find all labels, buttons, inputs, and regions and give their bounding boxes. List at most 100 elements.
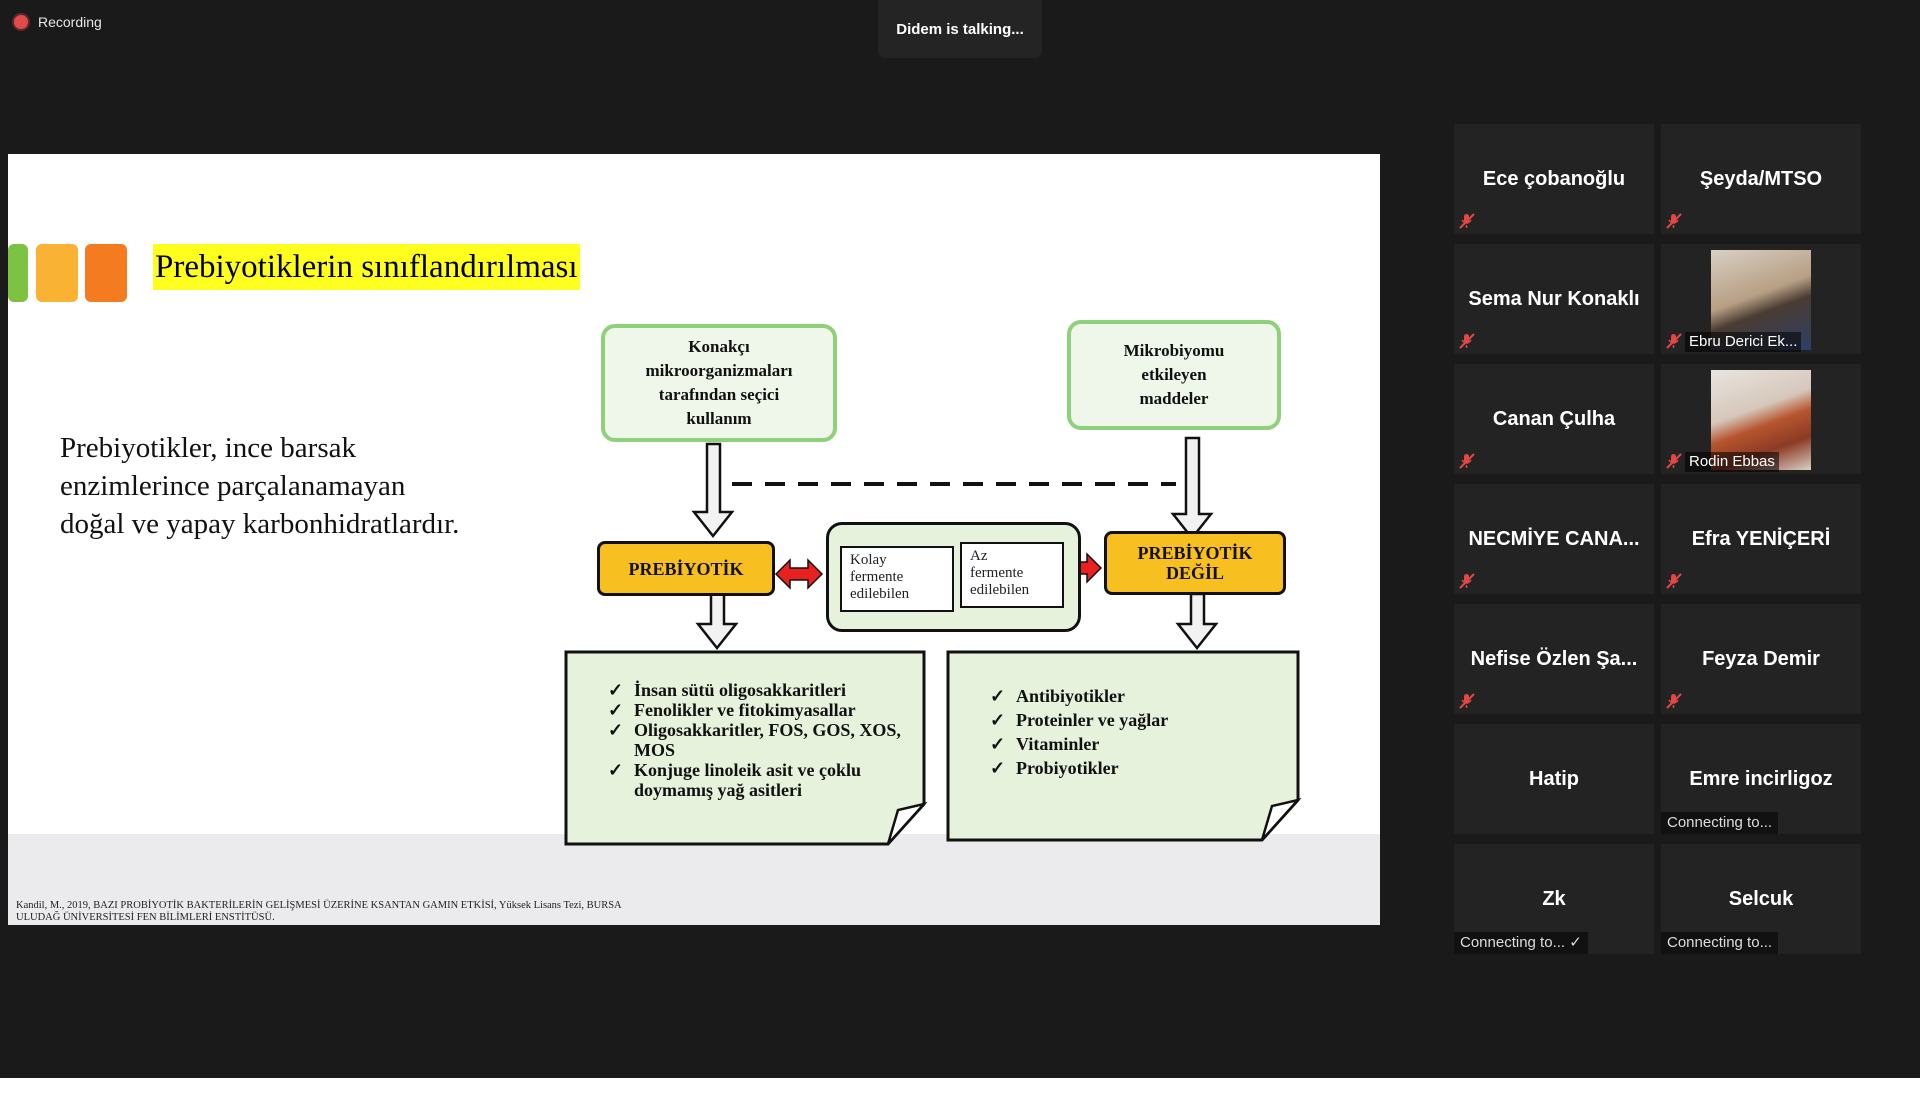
participant-name: Ebru Derici Ek...	[1685, 332, 1802, 352]
prebiotic-label: PREBİYOTİK	[628, 558, 744, 579]
participant-tile[interactable]: Rodin Ebbas	[1661, 364, 1861, 474]
mic-muted-icon	[1458, 692, 1476, 710]
participant-tile[interactable]: Sema Nur Konaklı	[1454, 244, 1654, 354]
participant-name: Selcuk	[1728, 887, 1794, 910]
box-line: DEĞİL	[1165, 563, 1225, 583]
participant-name: Sema Nur Konaklı	[1468, 287, 1640, 310]
box-line: mikroorganizmaları	[645, 361, 793, 380]
box-line: kullanım	[686, 409, 752, 428]
participant-tile[interactable]: Şeyda/MTSO	[1661, 124, 1861, 234]
slide-footer-band	[8, 834, 1380, 925]
list-item: ✓Oligosakkaritler, FOS, GOS, XOS, MOS	[608, 720, 901, 760]
arrow-down-right-top	[1170, 436, 1214, 541]
microbiome-affecting-box: Mikrobiyomu etkileyen maddeler	[1067, 320, 1281, 430]
list-item: ✓Vitaminler	[990, 734, 1100, 754]
mic-muted-icon	[1458, 452, 1476, 470]
box-line: Kolay	[850, 552, 887, 568]
participant-name: Rodin Ebbas	[1685, 452, 1779, 472]
little-ferment-box: Az fermente edilebilen	[960, 542, 1064, 608]
note-box-left	[564, 650, 928, 846]
list-item: ✓Fenolikler ve fitokimyasallar	[608, 700, 856, 720]
active-speaker-text: Didem is talking...	[896, 20, 1024, 38]
mic-muted-icon	[1665, 692, 1683, 710]
list-item: ✓Probiyotikler	[990, 758, 1119, 778]
orange-accent-square	[85, 244, 127, 302]
diagram-connectors	[564, 436, 1302, 846]
participant-tile[interactable]: Nefise Özlen Şa...	[1454, 604, 1654, 714]
mic-muted-icon	[1665, 212, 1683, 230]
connection-status: Connecting to... ✓	[1454, 932, 1588, 954]
record-icon	[14, 15, 28, 29]
participant-name: Ece çobanoğlu	[1482, 167, 1626, 190]
box-line: fermente	[850, 569, 904, 585]
participant-tile[interactable]: Canan Çulha	[1454, 364, 1654, 474]
participant-name: Zk	[1542, 887, 1566, 910]
definition-line: Prebiyotikler, ince barsak	[60, 432, 356, 464]
participant-tile[interactable]: Ece çobanoğlu	[1454, 124, 1654, 234]
participant-name: Hatip	[1529, 767, 1579, 790]
connection-status: Connecting to...	[1661, 932, 1779, 954]
recording-indicator: Recording	[14, 14, 102, 30]
active-speaker-banner: Didem is talking...	[878, 0, 1042, 58]
arrow-down-right-bottom	[1175, 592, 1219, 651]
mic-muted-icon	[1665, 332, 1683, 350]
participant-name: Canan Çulha	[1492, 407, 1616, 430]
participant-name: Efra YENİÇERİ	[1691, 527, 1831, 550]
arrow-down-left-top	[691, 442, 735, 539]
easy-ferment-box: Kolay fermente edilebilen	[840, 546, 954, 612]
mic-muted-icon	[1458, 212, 1476, 230]
mic-muted-icon	[1458, 572, 1476, 590]
prebiotic-examples-list: ✓İnsan sütü oligosakkaritleri ✓Fenolikle…	[608, 680, 928, 800]
mic-muted-icon	[1458, 332, 1476, 350]
participant-tile[interactable]: NECMİYE CANA...	[1454, 484, 1654, 594]
host-selective-use-box: Konakçı mikroorganizmaları tarafından se…	[601, 324, 837, 442]
box-line: PREBİYOTİK	[1137, 543, 1253, 563]
participant-name: Nefise Özlen Şa...	[1470, 647, 1638, 670]
non-prebiotic-examples-list: ✓Antibiyotikler ✓Proteinler ve yağlar ✓V…	[990, 684, 1270, 780]
box-line: maddeler	[1139, 389, 1209, 408]
arrow-down-left-bottom	[695, 592, 739, 651]
box-line: Mikrobiyomu	[1123, 341, 1225, 360]
connection-status: Connecting to...	[1661, 812, 1779, 834]
box-line: Konakçı	[688, 337, 750, 356]
green-accent-square	[8, 244, 28, 302]
slide-title: Prebiyotiklerin sınıflandırılması	[153, 244, 580, 290]
participant-tile[interactable]: Hatip	[1454, 724, 1654, 834]
box-line: etkileyen	[1141, 365, 1207, 384]
list-item: ✓İnsan sütü oligosakkaritleri	[608, 680, 847, 700]
shared-slide: Prebiyotiklerin sınıflandırılması Prebiy…	[8, 154, 1380, 925]
participant-tile[interactable]: Ebru Derici Ek...	[1661, 244, 1861, 354]
recording-label: Recording	[38, 14, 102, 30]
box-line: tarafından seçici	[658, 385, 780, 404]
participant-name: Şeyda/MTSO	[1699, 167, 1823, 190]
note-box-right	[946, 650, 1302, 842]
prebiotic-box: PREBİYOTİK	[597, 541, 775, 596]
box-line: fermente	[970, 565, 1024, 581]
box-line: edilebilen	[850, 586, 910, 602]
citation-line: Kandil, M., 2019, BAZI PROBİYOTİK BAKTER…	[16, 900, 622, 911]
double-arrow-left	[774, 558, 824, 590]
participant-tile[interactable]: Efra YENİÇERİ	[1661, 484, 1861, 594]
participant-name: Feyza Demir	[1702, 647, 1820, 670]
participant-tile[interactable]: Feyza Demir	[1661, 604, 1861, 714]
participant-name: NECMİYE CANA...	[1468, 527, 1640, 550]
definition-line: enzimlerince parçalanamayan	[60, 470, 406, 502]
box-line: Az	[970, 548, 988, 564]
participant-name: Emre incirligoz	[1689, 767, 1833, 790]
definition-text: Prebiyotikler, ince barsak enzimlerince …	[60, 429, 560, 543]
definition-line: doğal ve yapay karbonhidratlardır.	[60, 508, 460, 540]
not-prebiotic-box: PREBİYOTİK DEĞİL	[1104, 531, 1286, 595]
citation-line: ULUDAĞ ÜNİVERSİTESİ FEN BİLİMLERİ ENSTİT…	[16, 912, 275, 923]
list-item: ✓Proteinler ve yağlar	[990, 710, 1169, 730]
slide-citation: Kandil, M., 2019, BAZI PROBİYOTİK BAKTER…	[16, 900, 716, 924]
list-item: ✓Antibiyotikler	[990, 686, 1126, 706]
mic-muted-icon	[1665, 452, 1683, 470]
box-line: edilebilen	[970, 582, 1030, 598]
list-item: ✓Konjuge linoleik asit ve çoklu doymamış…	[608, 760, 862, 800]
yellow-accent-square	[36, 244, 78, 302]
mic-muted-icon	[1665, 572, 1683, 590]
